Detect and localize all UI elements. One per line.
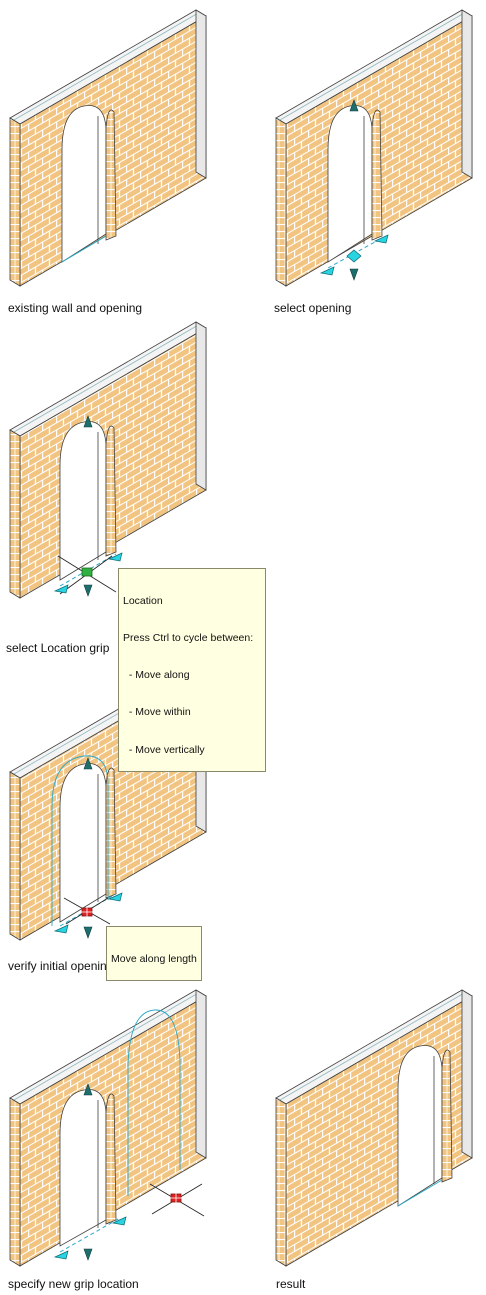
tooltip-option-move-along: - Move along [123,669,190,682]
length-grip-left-icon[interactable] [54,1250,69,1260]
location-grip-icon[interactable] [346,249,362,263]
length-grip-left-icon[interactable] [54,924,69,934]
location-tooltip: Location Press Ctrl to cycle between: - … [118,568,266,772]
panel-existing-wall [9,9,207,287]
location-grip-new-icon[interactable] [169,1192,183,1204]
tooltip-title: Location [123,594,163,607]
caption-result: result [276,1277,306,1291]
caption-select-opening: select opening [274,301,351,315]
tooltip-option-move-vertically: - Move vertically [123,743,205,756]
tooltip-option-move-within: - Move within [123,706,191,719]
caption-existing-wall: existing wall and opening [8,301,142,315]
panel-result [275,989,473,1267]
caption-specify-new-grip: specify new grip location [8,1277,139,1291]
panel-select-opening [275,9,473,287]
width-grip-icon[interactable] [349,268,359,281]
length-grip-left-icon[interactable] [54,584,69,594]
width-grip-icon[interactable] [83,584,93,597]
location-grip-active-icon[interactable] [81,567,93,577]
panel-select-location-grip [9,321,207,599]
panel-specify-new-grip [9,989,207,1267]
width-grip-icon[interactable] [83,1248,93,1261]
tooltip-instruction: Press Ctrl to cycle between: [123,632,254,645]
length-grip-left-icon[interactable] [320,266,335,276]
location-grip-hot-icon[interactable] [80,906,94,918]
move-along-tooltip-text: Move along length [111,952,197,965]
caption-select-location-grip: select Location grip [6,641,110,655]
width-grip-icon[interactable] [83,926,93,939]
move-along-tooltip: Move along length [106,926,202,981]
